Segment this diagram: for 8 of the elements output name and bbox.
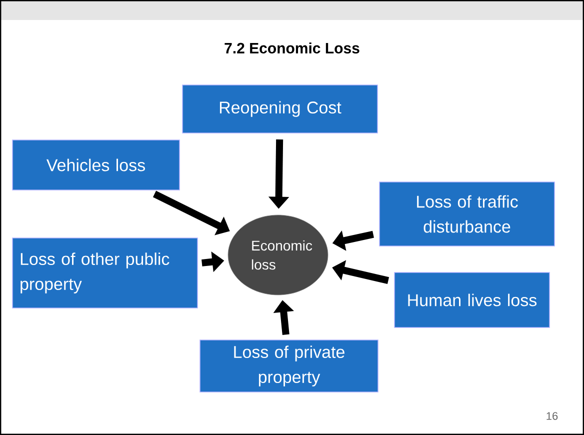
loss-box: Loss of private property [200, 340, 378, 392]
loss-box: Vehicles loss [12, 140, 180, 190]
loss-box: Human lives loss [394, 272, 550, 328]
slide-title: 7.2 Economic Loss [224, 42, 360, 54]
loss-box: Reopening Cost [182, 84, 378, 134]
loss-box: Loss of other public property [12, 238, 198, 308]
page-number: 16 [546, 412, 558, 420]
loss-box: Loss of traffic disturbance [379, 182, 555, 246]
